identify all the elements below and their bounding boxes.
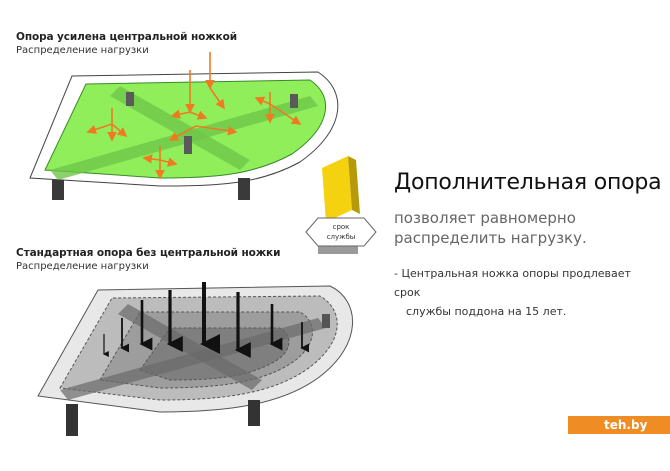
central-leg	[184, 136, 192, 154]
tehby-logo[interactable]: teh.by	[568, 416, 670, 434]
bottom-diagram-subtitle: Распределение нагрузки	[16, 261, 149, 272]
note-line1: - Центральная ножка опоры продлевает сро…	[394, 267, 631, 299]
top-diagram-title: Опора усилена центральной ножкой	[16, 31, 237, 43]
reinforced-tray	[29, 52, 339, 200]
badge-line2: службы	[327, 233, 356, 241]
bottom-diagram-title: Стандартная опора без центральной ножки	[16, 247, 281, 259]
service-life-badge: срок службы	[305, 217, 377, 247]
badge-line1: срок	[333, 223, 350, 231]
note-line2: службы поддона на 15 лет.	[406, 305, 567, 318]
standard-tray	[37, 282, 353, 436]
subheadline: позволяет равномерно распределить нагруз…	[394, 209, 587, 247]
top-diagram-subtitle: Распределение нагрузки	[16, 45, 149, 56]
logo-text: teh.by	[604, 418, 648, 432]
note: - Центральная ножка опоры продлевает сро…	[394, 264, 654, 321]
load-arrows-black	[102, 282, 310, 358]
load-arrows-orange	[86, 52, 302, 180]
headline: Дополнительная опора	[394, 170, 662, 195]
